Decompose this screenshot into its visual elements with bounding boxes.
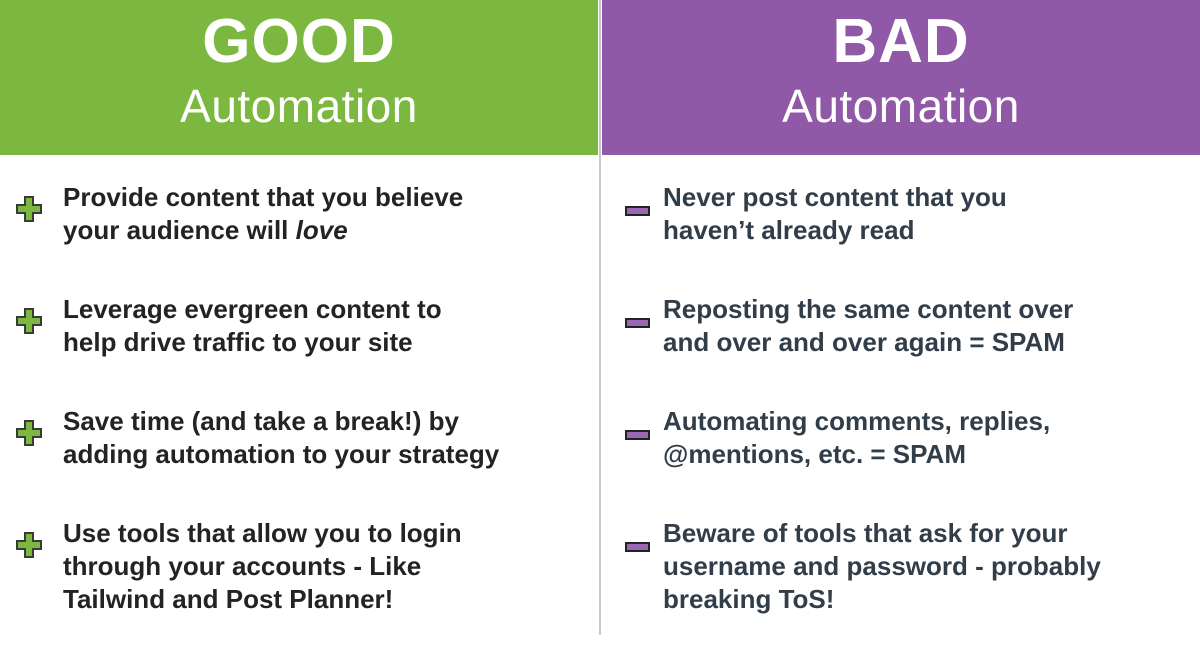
list-item: Automating comments, replies, @mentions,… (625, 405, 1050, 471)
item-text: Automating comments, replies, @mentions,… (663, 405, 1050, 471)
item-text: Never post content that you haven’t alre… (663, 181, 1007, 247)
list-item: Use tools that allow you to login throug… (15, 517, 462, 616)
item-text: Save time (and take a break!) by adding … (63, 405, 499, 471)
item-text: Beware of tools that ask for your userna… (663, 517, 1101, 616)
plus-icon (15, 195, 43, 228)
item-line: haven’t already read (663, 215, 915, 245)
good-banner: GOOD Automation (0, 0, 598, 155)
minus-icon (625, 206, 650, 216)
list-item: Beware of tools that ask for your userna… (625, 517, 1101, 616)
item-line: your audience will love (63, 215, 348, 245)
item-line: Save time (and take a break!) by (63, 406, 459, 436)
item-line: Beware of tools that ask for your (663, 518, 1068, 548)
plus-icon (15, 307, 43, 340)
item-line: Leverage evergreen content to (63, 294, 442, 324)
list-item: Save time (and take a break!) by adding … (15, 405, 499, 471)
item-line: adding automation to your strategy (63, 439, 500, 469)
item-line: Automating comments, replies, (663, 406, 1051, 436)
item-line-italic: love (295, 215, 348, 245)
list-item: Provide content that you believe your au… (15, 181, 463, 247)
item-line: @mentions, etc. = SPAM (663, 439, 966, 469)
minus-icon (625, 430, 650, 440)
bad-banner-title: BAD (832, 7, 970, 76)
item-text: Use tools that allow you to login throug… (63, 517, 462, 616)
item-line: through your accounts - Like (63, 551, 422, 581)
item-line: Provide content that you believe (63, 182, 464, 212)
item-text: Reposting the same content over and over… (663, 293, 1073, 359)
good-banner-title: GOOD (202, 7, 396, 76)
minus-icon (625, 318, 650, 328)
item-text: Leverage evergreen content to help drive… (63, 293, 442, 359)
list-item: Leverage evergreen content to help drive… (15, 293, 442, 359)
item-line: Tailwind and Post Planner! (63, 584, 394, 614)
minus-icon (625, 542, 650, 552)
good-banner-subtitle: Automation (180, 80, 418, 132)
bad-banner: BAD Automation (602, 0, 1200, 155)
item-line: and over and over again = SPAM (663, 327, 1065, 357)
bad-banner-subtitle: Automation (782, 80, 1020, 132)
item-line: help drive traffic to your site (63, 327, 413, 357)
item-text: Provide content that you believe your au… (63, 181, 463, 247)
plus-icon (15, 531, 43, 564)
item-line: Never post content that you (663, 182, 1007, 212)
list-item: Reposting the same content over and over… (625, 293, 1073, 359)
list-item: Never post content that you haven’t alre… (625, 181, 1007, 247)
bad-list: Never post content that you haven’t alre… (602, 0, 1200, 671)
good-list: Provide content that you believe your au… (0, 0, 598, 671)
plus-icon (15, 419, 43, 452)
item-line: username and password - probably (663, 551, 1101, 581)
item-line: breaking ToS! (663, 584, 835, 614)
column-divider (599, 0, 601, 635)
item-line: Reposting the same content over (663, 294, 1074, 324)
item-line: Use tools that allow you to login (63, 518, 462, 548)
